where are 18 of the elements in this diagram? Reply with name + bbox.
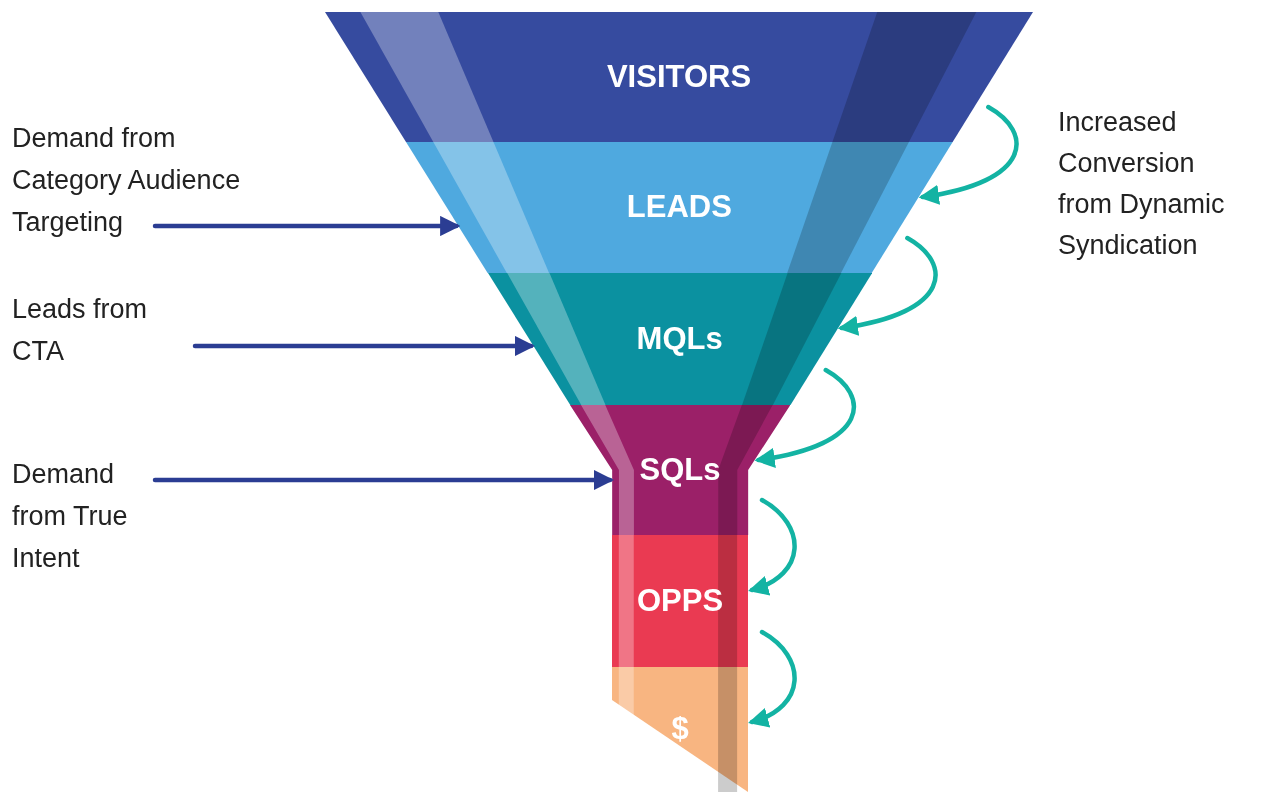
annotation-text: Demand from Category Audience Targeting (12, 122, 242, 239)
stage-label: MQLs (636, 319, 723, 358)
arrow (192, 335, 536, 357)
curved-arrow (837, 235, 938, 336)
annotation-text: Increased Conversion from Dynamic Syndication (1058, 106, 1226, 262)
arrow (152, 469, 615, 491)
annotation-text: Demand from True Intent (12, 458, 129, 575)
stage-label: SQLs (639, 450, 721, 489)
curved-arrow (754, 367, 856, 468)
stage-label: LEADS (626, 188, 732, 227)
arrow (152, 215, 461, 237)
curved-arrow (748, 497, 797, 595)
annotation-text: Leads from CTA (12, 293, 149, 368)
stage-label: OPPS (636, 581, 724, 620)
curved-arrow (748, 629, 797, 727)
curved-arrow (918, 104, 1019, 205)
stage-label: $ (671, 710, 689, 749)
stage-label: VISITORS (606, 57, 752, 96)
